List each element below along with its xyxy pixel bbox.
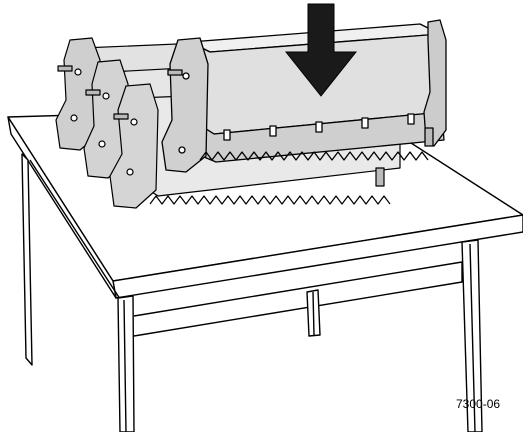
table-leg-front-right-edge xyxy=(469,243,476,432)
unit-2-axle xyxy=(113,113,129,120)
down-arrow-shape xyxy=(284,3,358,97)
table-apron-front xyxy=(133,261,463,337)
unit-1-teeth xyxy=(199,151,429,161)
unit-2-pin xyxy=(130,118,138,126)
unit-2-hole xyxy=(126,168,134,176)
table-left-edge xyxy=(7,116,117,299)
down-arrow-icon xyxy=(284,3,358,97)
unit-1-right-foot xyxy=(424,127,434,147)
unit-1-pin xyxy=(182,72,190,80)
unit-4-hole xyxy=(70,114,78,122)
figure-label: 7300-06 xyxy=(456,397,501,411)
table-leg-front-left-edge xyxy=(123,299,127,432)
unit-3-axle xyxy=(85,89,101,96)
unit-4-pin xyxy=(74,68,82,76)
table-leg-back-left xyxy=(21,153,33,366)
unit-1-hole xyxy=(178,146,186,154)
unit-1-axle xyxy=(167,69,183,76)
unit-2-foot xyxy=(375,167,385,187)
unit-3-hole xyxy=(98,140,106,148)
unit-1-tray-slots xyxy=(223,113,415,141)
table-leg-back-right-edge xyxy=(312,291,315,336)
unit-4-axle xyxy=(57,65,73,72)
unit-2-teeth xyxy=(149,195,391,205)
unit-3-pin xyxy=(102,92,110,100)
table-leg-front-left xyxy=(117,295,135,432)
